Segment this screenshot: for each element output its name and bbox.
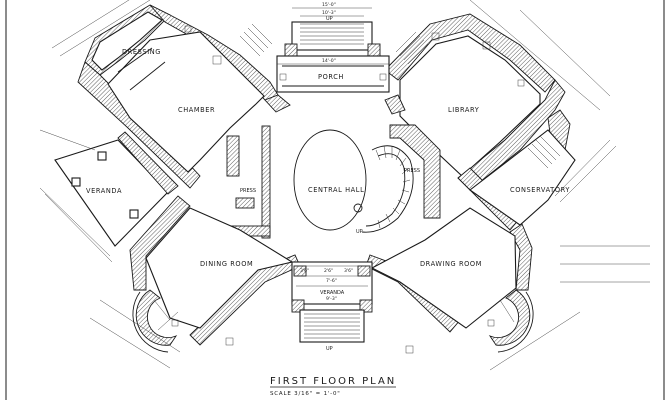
southeast-wing bbox=[365, 207, 534, 354]
room-label-dressing: DRESSING bbox=[122, 48, 161, 56]
dim-north-top-1: 15'-0" bbox=[322, 2, 336, 8]
up-label-north: UP bbox=[326, 16, 333, 22]
dim-porch-width: 14'-0" bbox=[322, 58, 336, 64]
room-label-press-east: PRESS bbox=[404, 168, 420, 174]
room-label-veranda-south: VERANDA bbox=[320, 290, 345, 296]
dim-south-5: 9'-3" bbox=[326, 296, 337, 302]
dim-south-1: 3'6" bbox=[300, 268, 309, 274]
dim-north-top-2: 10'-3" bbox=[322, 10, 336, 16]
northwest-wing bbox=[77, 4, 279, 189]
up-label-south: UP bbox=[326, 346, 333, 352]
central-hall bbox=[226, 94, 406, 239]
room-label-library: LIBRARY bbox=[448, 106, 480, 114]
up-label-stair: UP bbox=[356, 229, 363, 235]
west-veranda bbox=[39, 131, 179, 263]
room-label-chamber: CHAMBER bbox=[178, 106, 215, 114]
south-veranda bbox=[291, 261, 373, 343]
dim-south-4: 7'-6" bbox=[326, 278, 337, 284]
drawing-scale: SCALE 3/16" = 1'-0" bbox=[270, 391, 341, 397]
room-label-veranda-west: VERANDA bbox=[86, 187, 122, 195]
room-label-porch: PORCH bbox=[318, 73, 344, 81]
north-stairs bbox=[239, 23, 429, 65]
north-porch bbox=[276, 21, 390, 93]
room-label-central-hall: CENTRAL HALL bbox=[308, 186, 364, 194]
southwest-wing bbox=[129, 195, 301, 353]
room-label-dining-room: DINING ROOM bbox=[200, 260, 253, 268]
dim-south-3: 3'6" bbox=[344, 268, 353, 274]
room-label-press-west: PRESS bbox=[240, 188, 256, 194]
room-label-drawing-room: DRAWING ROOM bbox=[420, 260, 482, 268]
dim-south-2: 2'6" bbox=[324, 268, 333, 274]
drawing-title: FIRST FLOOR PLAN bbox=[270, 376, 396, 387]
spiral-stair bbox=[353, 124, 441, 233]
room-label-conservatory: CONSERVATORY bbox=[510, 186, 570, 194]
dimension-lines bbox=[39, 0, 650, 371]
east-conservatory bbox=[457, 109, 617, 231]
